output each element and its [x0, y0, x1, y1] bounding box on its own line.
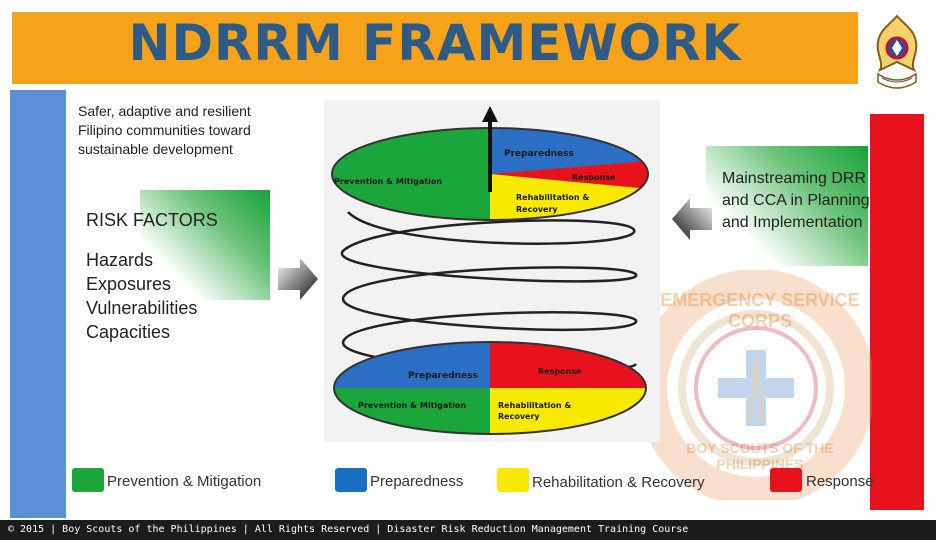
footer-bar	[0, 520, 936, 540]
risk-item-hazards: Hazards	[86, 250, 154, 270]
vision-statement: Safer, adaptive and resilient Filipino c…	[78, 103, 251, 157]
legend-swatch-prevention	[72, 468, 104, 492]
legend-swatch-rehabilitation	[497, 468, 529, 492]
risk-item-vulnerabilities: Vulnerabilities	[86, 298, 198, 318]
top-label-preparedness: Preparedness	[504, 149, 574, 159]
legend-label-rehabilitation: Rehabilitation & Recovery	[532, 474, 705, 491]
arrow-right-icon	[274, 254, 322, 304]
footer-text: © 2015 | Boy Scouts of the Philippines |…	[8, 524, 689, 535]
disaster-cycle-diagram: Preparedness Response Prevention & Mitig…	[324, 100, 660, 442]
risk-factors-highlight	[140, 190, 270, 300]
left-accent-bar	[10, 90, 66, 518]
mainstreaming-highlight	[706, 146, 868, 266]
top-label-response: Response	[572, 173, 616, 182]
mainstreaming-text: Mainstreaming DRR and CCA in Planning an…	[722, 170, 870, 231]
arrow-left-icon	[668, 194, 716, 244]
risk-item-capacities: Capacities	[86, 322, 171, 342]
legend-label-prevention: Prevention & Mitigation	[107, 473, 262, 490]
bottom-label-rehab-line2: Recovery	[498, 412, 540, 421]
top-label-rehab-line1: Rehabilitation &	[516, 193, 589, 202]
top-label-prevention: Prevention & Mitigation	[334, 177, 442, 186]
scout-emblem-icon	[866, 12, 928, 96]
watermark-bottom-text: BOY SCOUTS OF THE PHILIPPINES	[686, 440, 834, 472]
risk-item-exposures: Exposures	[86, 274, 172, 294]
bottom-label-preparedness: Preparedness	[408, 371, 478, 381]
top-label-rehab-line2: Recovery	[516, 205, 558, 214]
legend-label-preparedness: Preparedness	[370, 473, 464, 490]
right-accent-bar	[870, 114, 924, 510]
bottom-label-prevention: Prevention & Mitigation	[358, 401, 466, 410]
legend-swatch-response	[770, 468, 802, 492]
arrow-up-icon	[482, 106, 498, 192]
page-title: NDRRM FRAMEWORK	[128, 14, 742, 72]
bottom-label-rehab-line1: Rehabilitation &	[498, 401, 571, 410]
title-bar	[12, 12, 858, 84]
watermark-top-text: EMERGENCY SERVICE CORPS	[660, 290, 860, 331]
risk-factors-title: RISK FACTORS	[86, 210, 218, 230]
legend-label-response: Response	[806, 473, 874, 490]
bottom-label-response: Response	[538, 367, 582, 376]
legend-swatch-preparedness	[335, 468, 367, 492]
